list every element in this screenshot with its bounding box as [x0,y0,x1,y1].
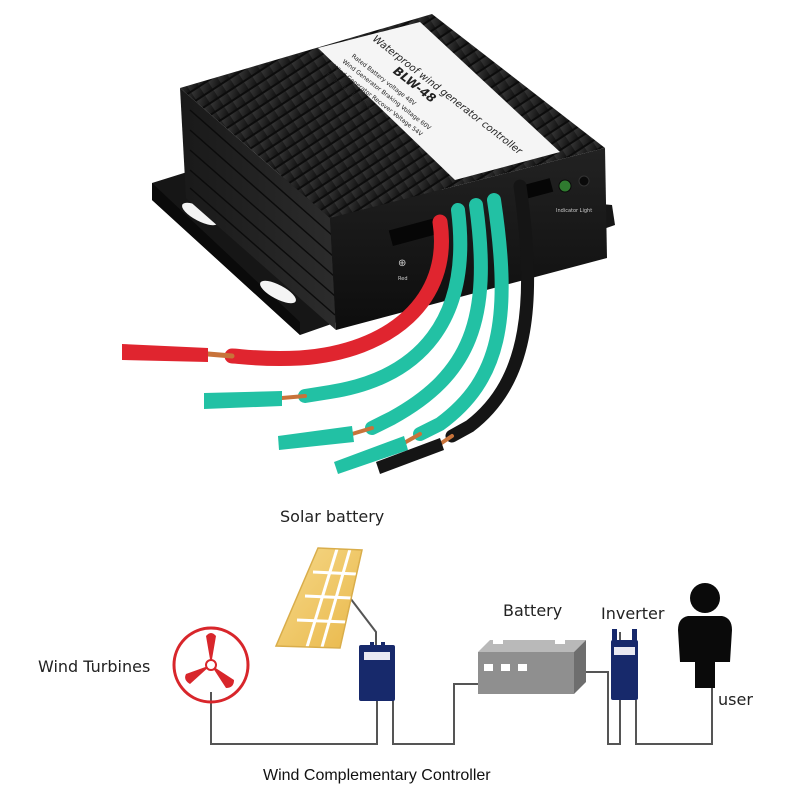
solar-panel-icon [274,547,363,649]
terminal-label: Red [398,276,408,282]
inverter-label: Inverter [601,604,665,623]
black-wire [445,179,535,443]
user-icon [678,583,732,688]
plus-symbol: ⊕ [398,258,406,269]
spec-label [318,22,560,180]
red-wire [224,214,449,367]
mounting-slot [260,280,296,304]
solar-battery-label: Solar battery [280,507,384,526]
wind-turbine-icon [172,626,250,704]
battery-label: Battery [503,601,562,620]
wires [122,179,535,474]
indicator-light [558,179,572,193]
controller-product: Waterproof wind generator controller BLW… [152,14,615,335]
inverter-icon [611,629,638,700]
wind-turbines-label: Wind Turbines [38,657,150,676]
controller-caption: Wind Complementary Controller [263,767,491,784]
battery-icon [478,639,586,694]
green-wire [298,203,468,403]
indicator-label: Indicator Light [556,208,592,214]
user-label: user [718,690,753,709]
system-diagram: Solar battery Battery Inverter Wind Turb… [38,507,753,784]
connector-lines [210,589,713,745]
controller-box-icon [359,642,395,701]
green-wire [365,198,488,435]
green-wire [413,193,509,441]
mounting-slot [182,202,218,226]
